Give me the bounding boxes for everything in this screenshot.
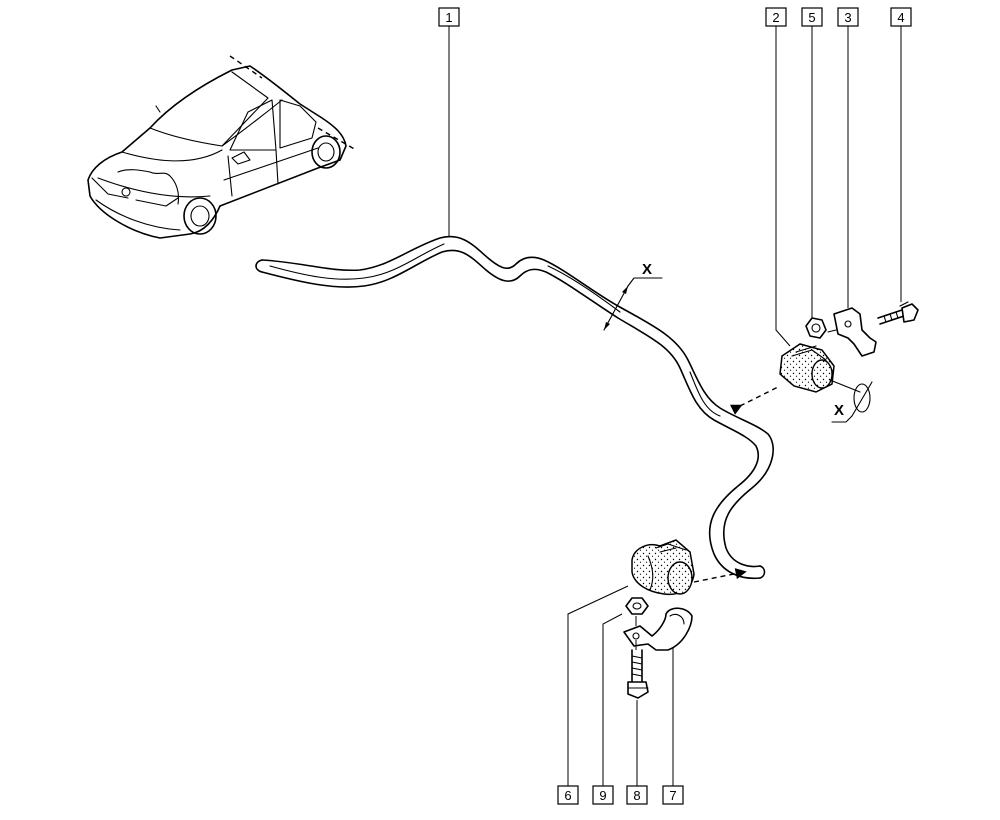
section-mark-upper: X [603,261,663,331]
upper-assembly-dash [729,385,781,415]
callout-6-label: 6 [564,788,571,803]
callout-3: 3 [837,7,859,27]
callout-5: 5 [801,7,823,27]
anti-roll-bar [255,235,774,580]
upper-bush [779,343,835,393]
callout-7: 7 [662,785,684,805]
callout-1: 1 [438,7,460,27]
callout-7-label: 7 [669,788,676,803]
callout-9: 9 [592,785,614,805]
callout-4-label: 4 [897,10,904,25]
callout-2-label: 2 [772,10,779,25]
section-mark-upper-label: X [642,261,652,278]
lower-nut [625,597,649,615]
section-mark-lower-label: X [834,402,844,419]
callout-3-label: 3 [844,10,851,25]
callout-1-label: 1 [445,10,452,25]
car-location-icon [87,55,357,239]
lower-clamp [623,607,693,651]
lower-bush [631,539,695,596]
callout-8: 8 [626,785,648,805]
lower-assembly-dash [693,568,747,583]
leader-lines [448,26,902,786]
callout-4: 4 [890,7,912,27]
callout-8-label: 8 [633,788,640,803]
callout-9-label: 9 [599,788,606,803]
callout-6: 6 [557,785,579,805]
upper-clamp [827,307,877,357]
lower-bolt [627,649,649,699]
callout-2: 2 [765,7,787,27]
upper-bolt [877,301,919,325]
upper-nut [805,317,827,339]
callout-5-label: 5 [808,10,815,25]
section-mark-lower: X [829,379,873,423]
